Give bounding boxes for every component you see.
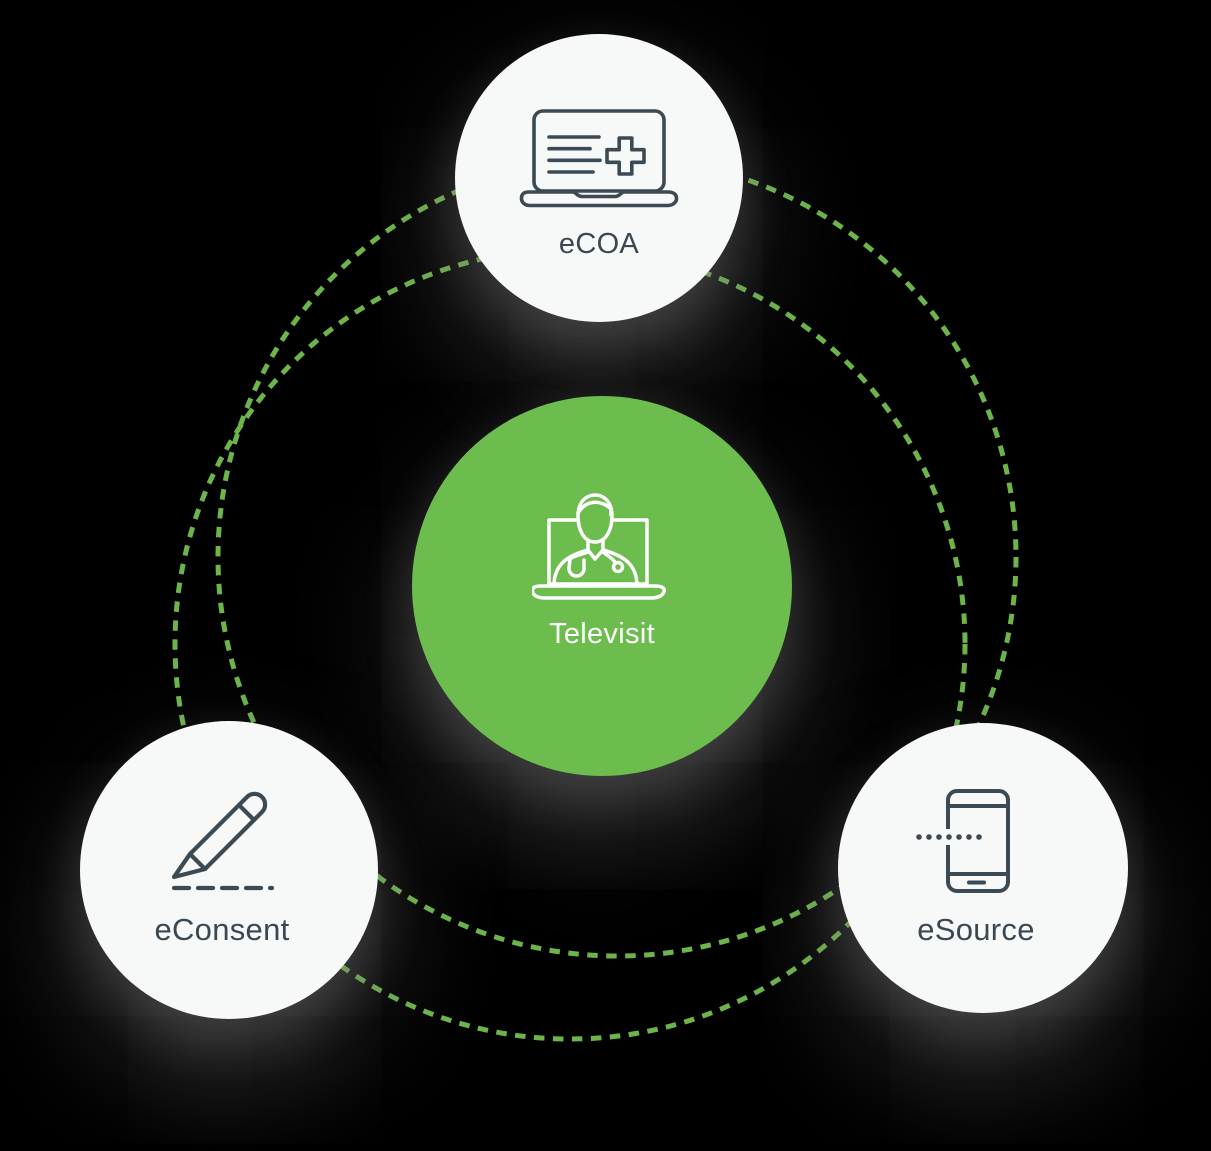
node-esource: eSource	[838, 723, 1128, 1013]
node-econsent: eConsent	[80, 721, 378, 1019]
smartphone-data-transfer-icon	[915, 788, 1011, 893]
node-ecoa: eCOA	[455, 34, 743, 322]
televisit-doctor-on-laptop-icon	[530, 492, 672, 602]
orbit-ring-2	[172, 246, 968, 1042]
node-label-esource: eSource	[917, 911, 1035, 947]
node-televisit: Televisit	[412, 396, 792, 776]
orbit-ring-1	[215, 155, 1019, 959]
node-label-ecoa: eCOA	[558, 228, 640, 261]
laptop-medical-record-icon	[519, 107, 679, 209]
node-label-econsent: eConsent	[154, 912, 290, 948]
node-label-televisit: Televisit	[549, 618, 655, 651]
pencil-signature-icon	[167, 782, 277, 894]
